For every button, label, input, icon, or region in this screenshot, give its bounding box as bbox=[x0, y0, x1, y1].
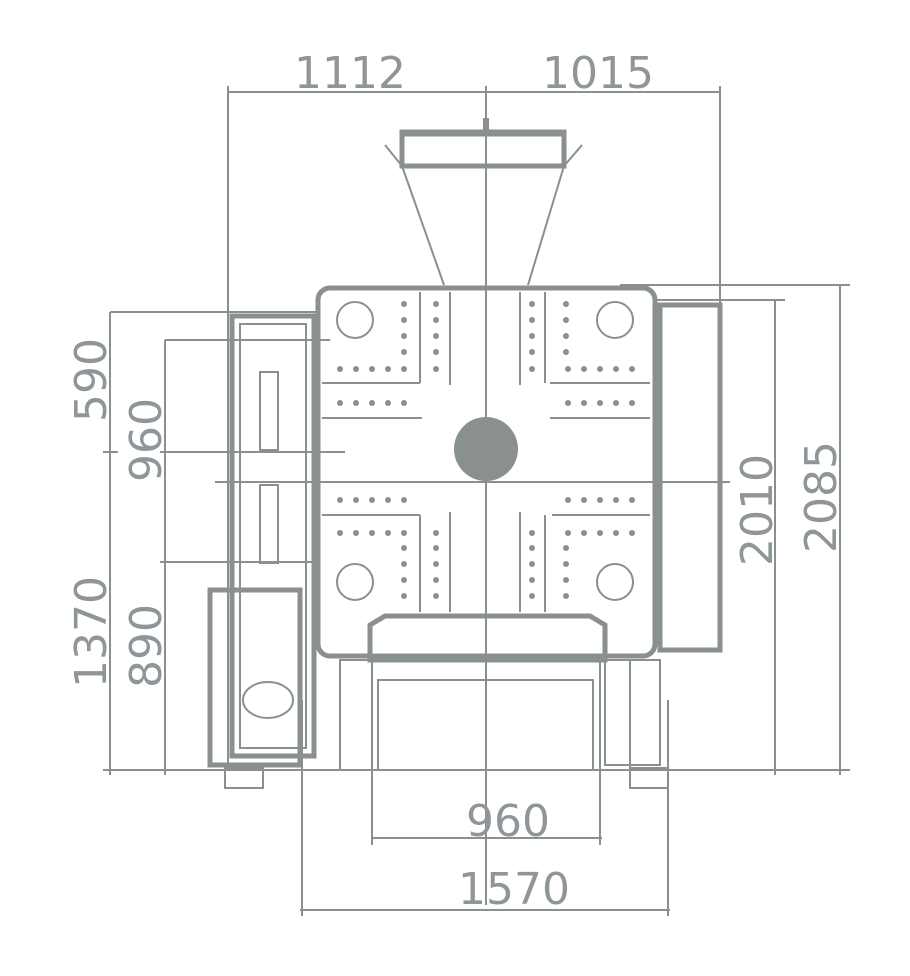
machine-body bbox=[207, 285, 723, 789]
dim-bottom-inner: 960 bbox=[466, 796, 550, 847]
dim-top-left: 1112 bbox=[294, 48, 406, 99]
center-hub bbox=[454, 417, 518, 481]
dim-left-outer-top: 590 bbox=[66, 338, 117, 422]
hopper bbox=[384, 118, 583, 286]
dim-right-outer: 2085 bbox=[796, 441, 847, 553]
dim-bottom-outer: 1570 bbox=[458, 864, 570, 915]
dim-left-inner-bottom: 890 bbox=[121, 604, 172, 688]
dim-right-inner: 2010 bbox=[732, 454, 783, 566]
dim-left-outer-bottom: 1370 bbox=[66, 576, 117, 688]
dim-left-inner-top: 960 bbox=[121, 398, 172, 482]
dim-top-right: 1015 bbox=[542, 48, 654, 99]
rivet-pattern bbox=[337, 301, 635, 599]
dimension-labels: 1112 1015 590 1370 960 890 2010 2085 960… bbox=[66, 48, 847, 915]
